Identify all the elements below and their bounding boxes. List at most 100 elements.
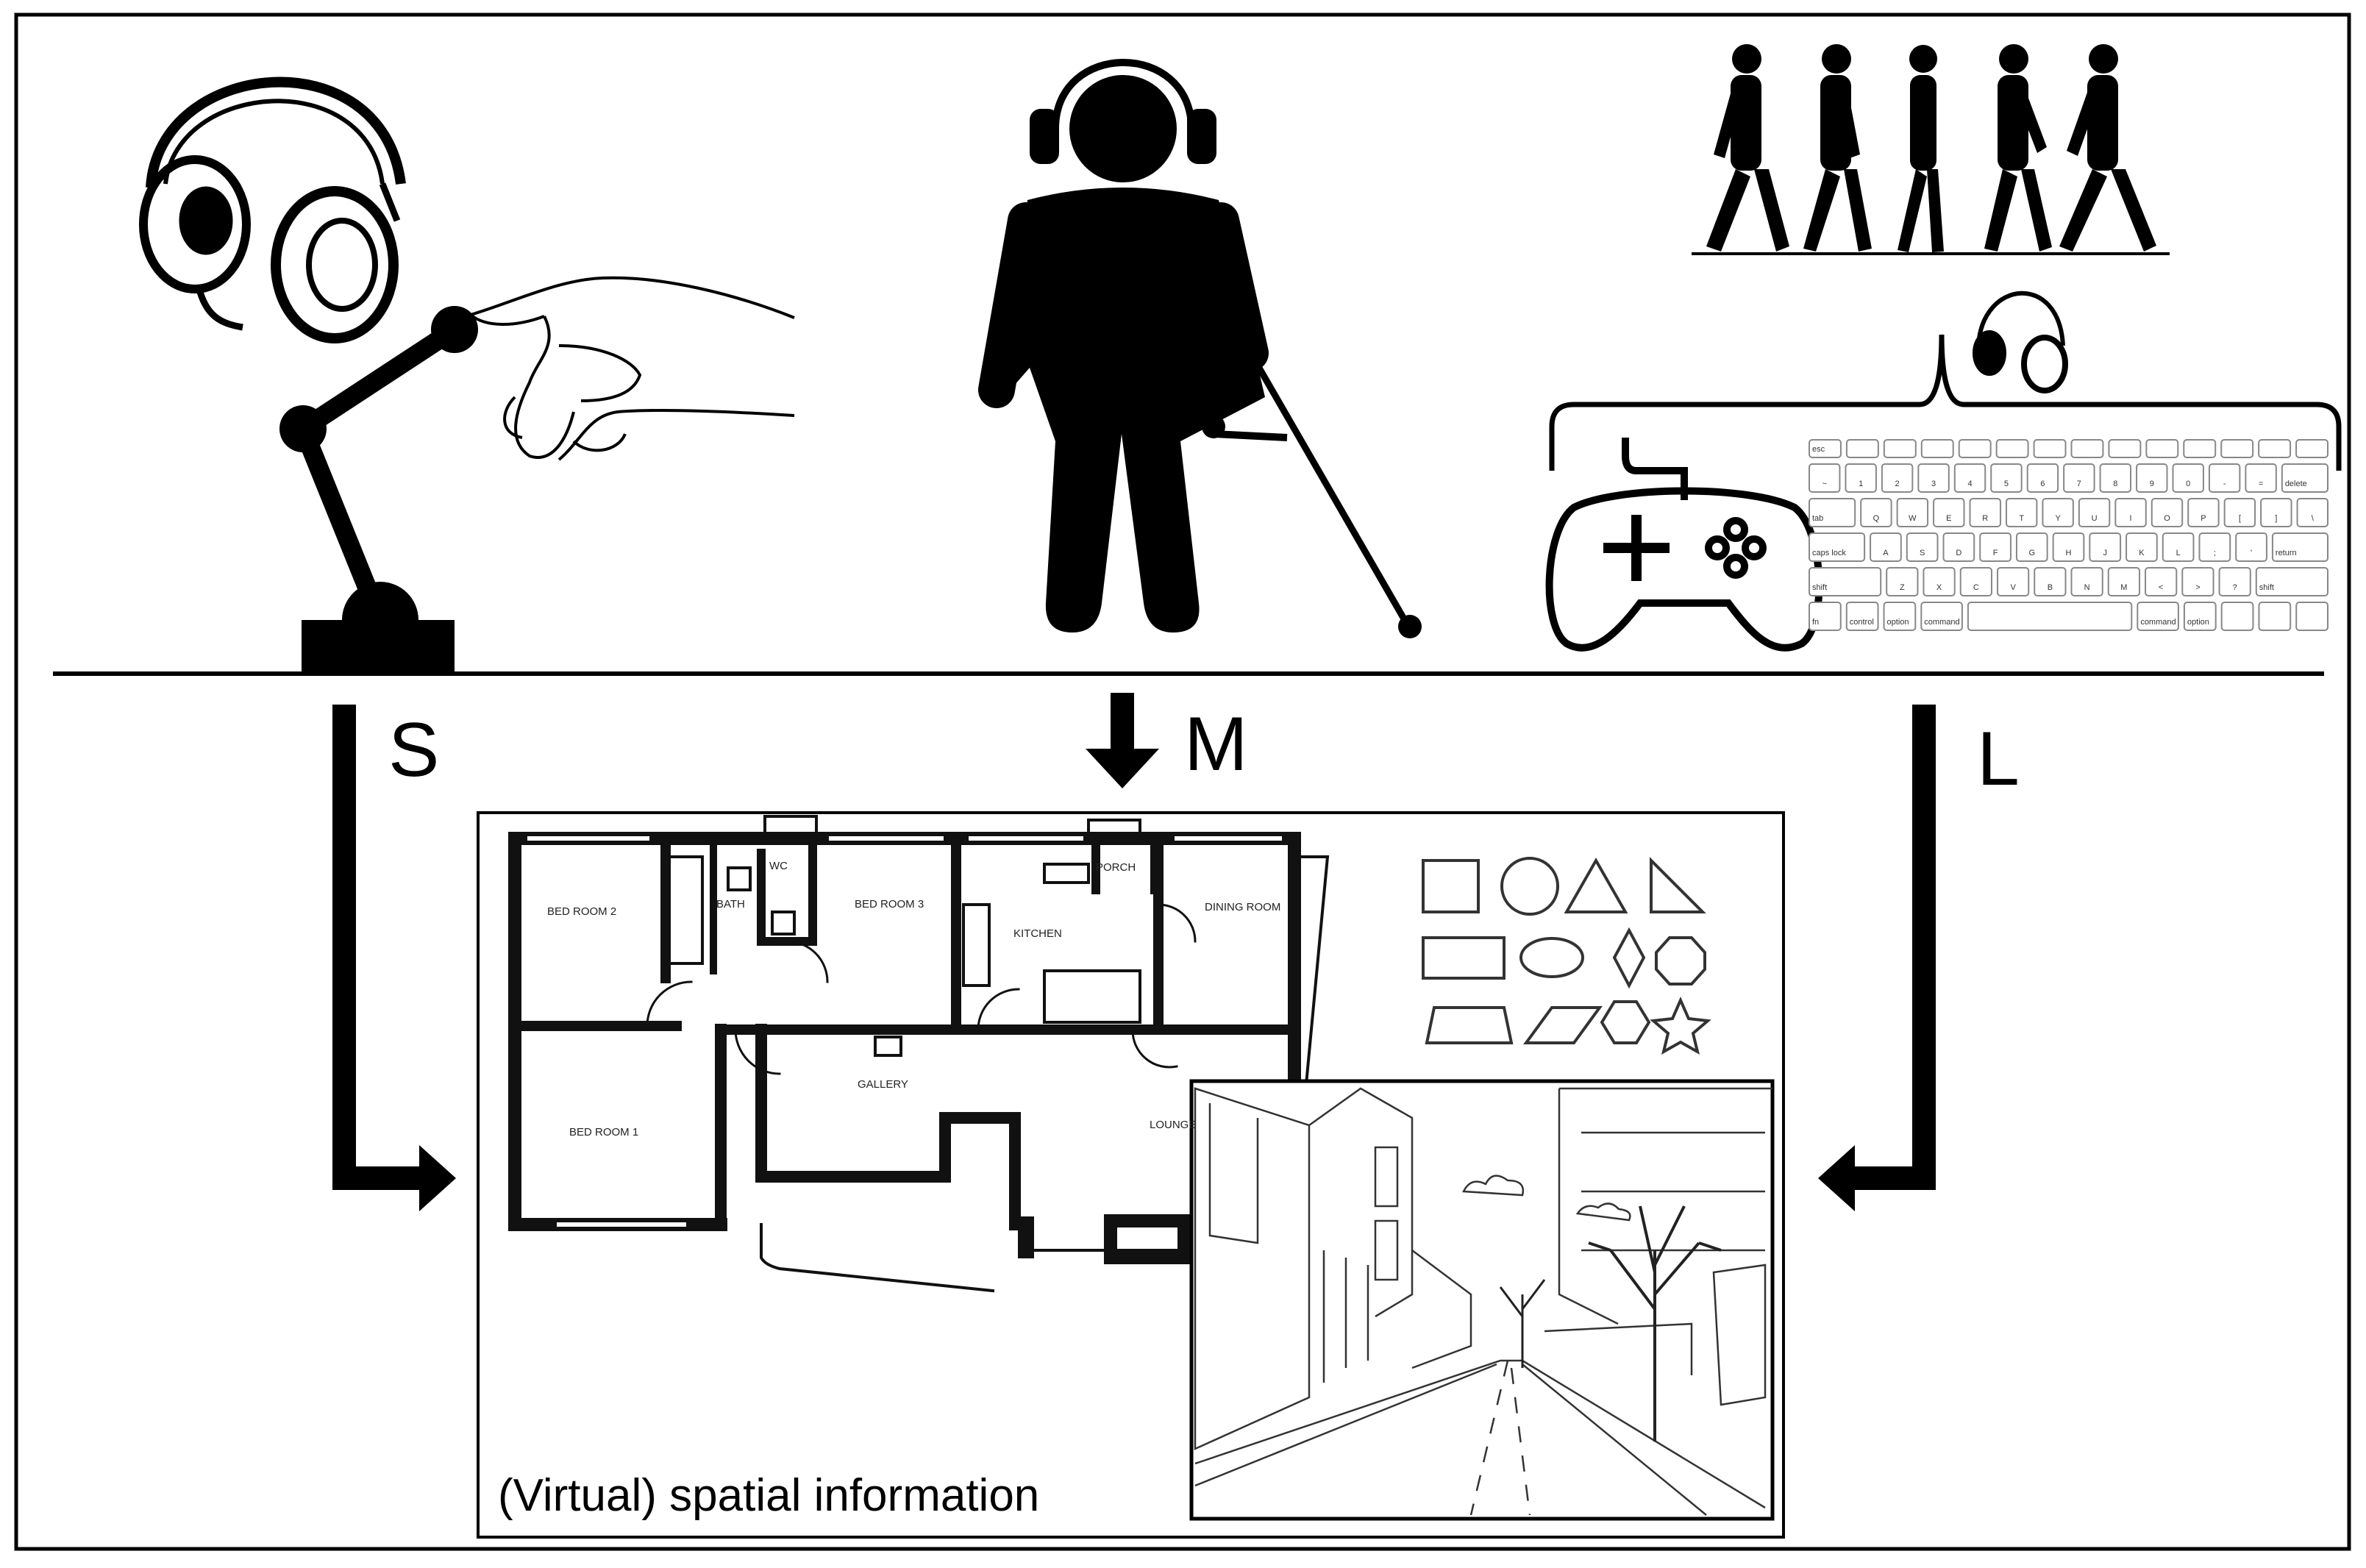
keyboard-key-label: L	[2176, 549, 2181, 557]
keyboard-key-label: J	[2103, 549, 2107, 557]
keyboard-key-label: K	[2139, 549, 2145, 557]
keyboard-key-label: D	[1956, 549, 1961, 557]
keyboard-key-label: U	[2092, 514, 2098, 523]
keyboard-key	[2070, 439, 2104, 458]
keyboard-key	[1881, 463, 1914, 493]
keyboard-key	[2107, 567, 2141, 596]
keyboard-key-label: 3	[1931, 480, 1936, 488]
keyboard-key	[1906, 532, 1939, 562]
keyboard-key-label: option	[1887, 618, 1909, 627]
keyboard-key-label: tab	[1812, 514, 1823, 523]
keyboard-key-label: 1	[1859, 480, 1863, 488]
keyboard-key	[1923, 567, 1956, 596]
keyboard-key	[2026, 463, 2059, 493]
keyboard-key-label: '	[2251, 549, 2252, 557]
keyboard-key-label: option	[2187, 618, 2209, 627]
panel-caption: (Virtual) spatial information	[498, 1470, 1040, 1521]
keyboard-key-label: ~	[1822, 480, 1827, 488]
keyboard-key	[1809, 602, 1842, 631]
keyboard-key	[2281, 463, 2329, 493]
keyboard-key	[1959, 567, 1992, 596]
keyboard-key-label: P	[2201, 514, 2206, 523]
keyboard-key	[1933, 498, 1965, 527]
keyboard-key-label: ;	[2214, 549, 2216, 557]
keyboard-key	[2042, 498, 2074, 527]
keyboard-key	[2070, 567, 2103, 596]
brace	[1549, 334, 2342, 471]
hand-icon	[469, 276, 795, 461]
keyboard-key	[2151, 498, 2184, 527]
keyboard-key	[2220, 602, 2254, 631]
keyboard-key	[2260, 498, 2292, 527]
keyboard-key	[1969, 498, 2001, 527]
keyboard-key	[1809, 463, 1841, 493]
gamepad-icon	[1545, 438, 1823, 652]
keyboard-key-label: A	[1883, 549, 1889, 557]
arrow-m	[1086, 693, 1159, 788]
keyboard-key	[1870, 532, 1902, 562]
keyboard-key-label: Q	[1873, 514, 1880, 523]
keyboard-key	[2114, 498, 2147, 527]
keyboard-key	[2220, 439, 2254, 458]
keyboard-key	[1883, 602, 1917, 631]
keyboard-key	[2218, 567, 2251, 596]
keyboard-key	[2181, 567, 2214, 596]
keyboard-key-label: B	[2048, 583, 2053, 592]
street-scene-icon	[1189, 1079, 1775, 1521]
keyboard-key-label: -	[2223, 480, 2226, 488]
keyboard-key	[1883, 439, 1917, 458]
keyboard-key-label: 2	[1895, 480, 1900, 488]
keyboard-key	[2183, 602, 2217, 631]
keyboard-key-label: G	[2029, 549, 2036, 557]
keyboard-key-label: H	[2066, 549, 2072, 557]
blind-person-icon	[978, 59, 1422, 638]
keyboard-key-label: 9	[2150, 480, 2154, 488]
keyboard-key	[1958, 439, 1992, 458]
keyboard-key	[1896, 498, 1929, 527]
keyboard-key	[1809, 498, 1856, 527]
keyboard-key	[1967, 602, 2133, 631]
keyboard-key	[1845, 602, 1879, 631]
keyboard-key	[1845, 463, 1877, 493]
keyboard-key-label: >	[2195, 583, 2200, 592]
keyboard-key-label: Y	[2055, 514, 2061, 523]
room-label: LOUNGE	[1150, 1119, 1197, 1131]
keyboard-key	[2063, 463, 2095, 493]
keyboard-key	[2223, 498, 2256, 527]
keyboard-key-label: caps lock	[1812, 549, 1846, 557]
keyboard-key	[2245, 463, 2277, 493]
keyboard-key-label: I	[2130, 514, 2132, 523]
room-label: BED ROOM 1	[569, 1126, 639, 1138]
keyboard-key	[1886, 567, 1919, 596]
headphones-icon	[1973, 291, 2068, 393]
keyboard-key-label: ?	[2233, 583, 2237, 592]
keyboard-key	[2005, 498, 2038, 527]
keyboard-key	[2271, 532, 2328, 562]
keyboard-key-label: O	[2164, 514, 2170, 523]
room-label: BED ROOM 2	[547, 905, 617, 918]
haptic-device-icon	[279, 306, 478, 674]
keyboard-key-label: M	[2120, 583, 2127, 592]
keyboard-key	[2172, 463, 2204, 493]
keyboard-key-label: F	[1993, 549, 1998, 557]
keyboard-key	[2255, 567, 2328, 596]
keyboard-key-label: Z	[1900, 583, 1905, 592]
keyboard-key-label: fn	[1812, 618, 1819, 627]
keyboard-key	[2296, 498, 2329, 527]
keyboard-key	[2089, 532, 2122, 562]
keyboard-key	[2145, 567, 2178, 596]
keyboard-key-label: ]	[2275, 514, 2277, 523]
keyboard-key	[1942, 532, 1975, 562]
keyboard-key	[1996, 567, 2030, 596]
keyboard-key	[2099, 463, 2132, 493]
keyboard-key	[2258, 439, 2292, 458]
keyboard-key-label: <	[2159, 583, 2163, 592]
keyboard-key-label: command	[2140, 618, 2176, 627]
keyboard-key-label: \	[2312, 514, 2315, 523]
keyboard-key-label: 4	[1967, 480, 1972, 488]
keyboard-key	[2015, 532, 2048, 562]
keyboard-key-label: 0	[2186, 480, 2190, 488]
keyboard-key-label: control	[1850, 618, 1874, 627]
